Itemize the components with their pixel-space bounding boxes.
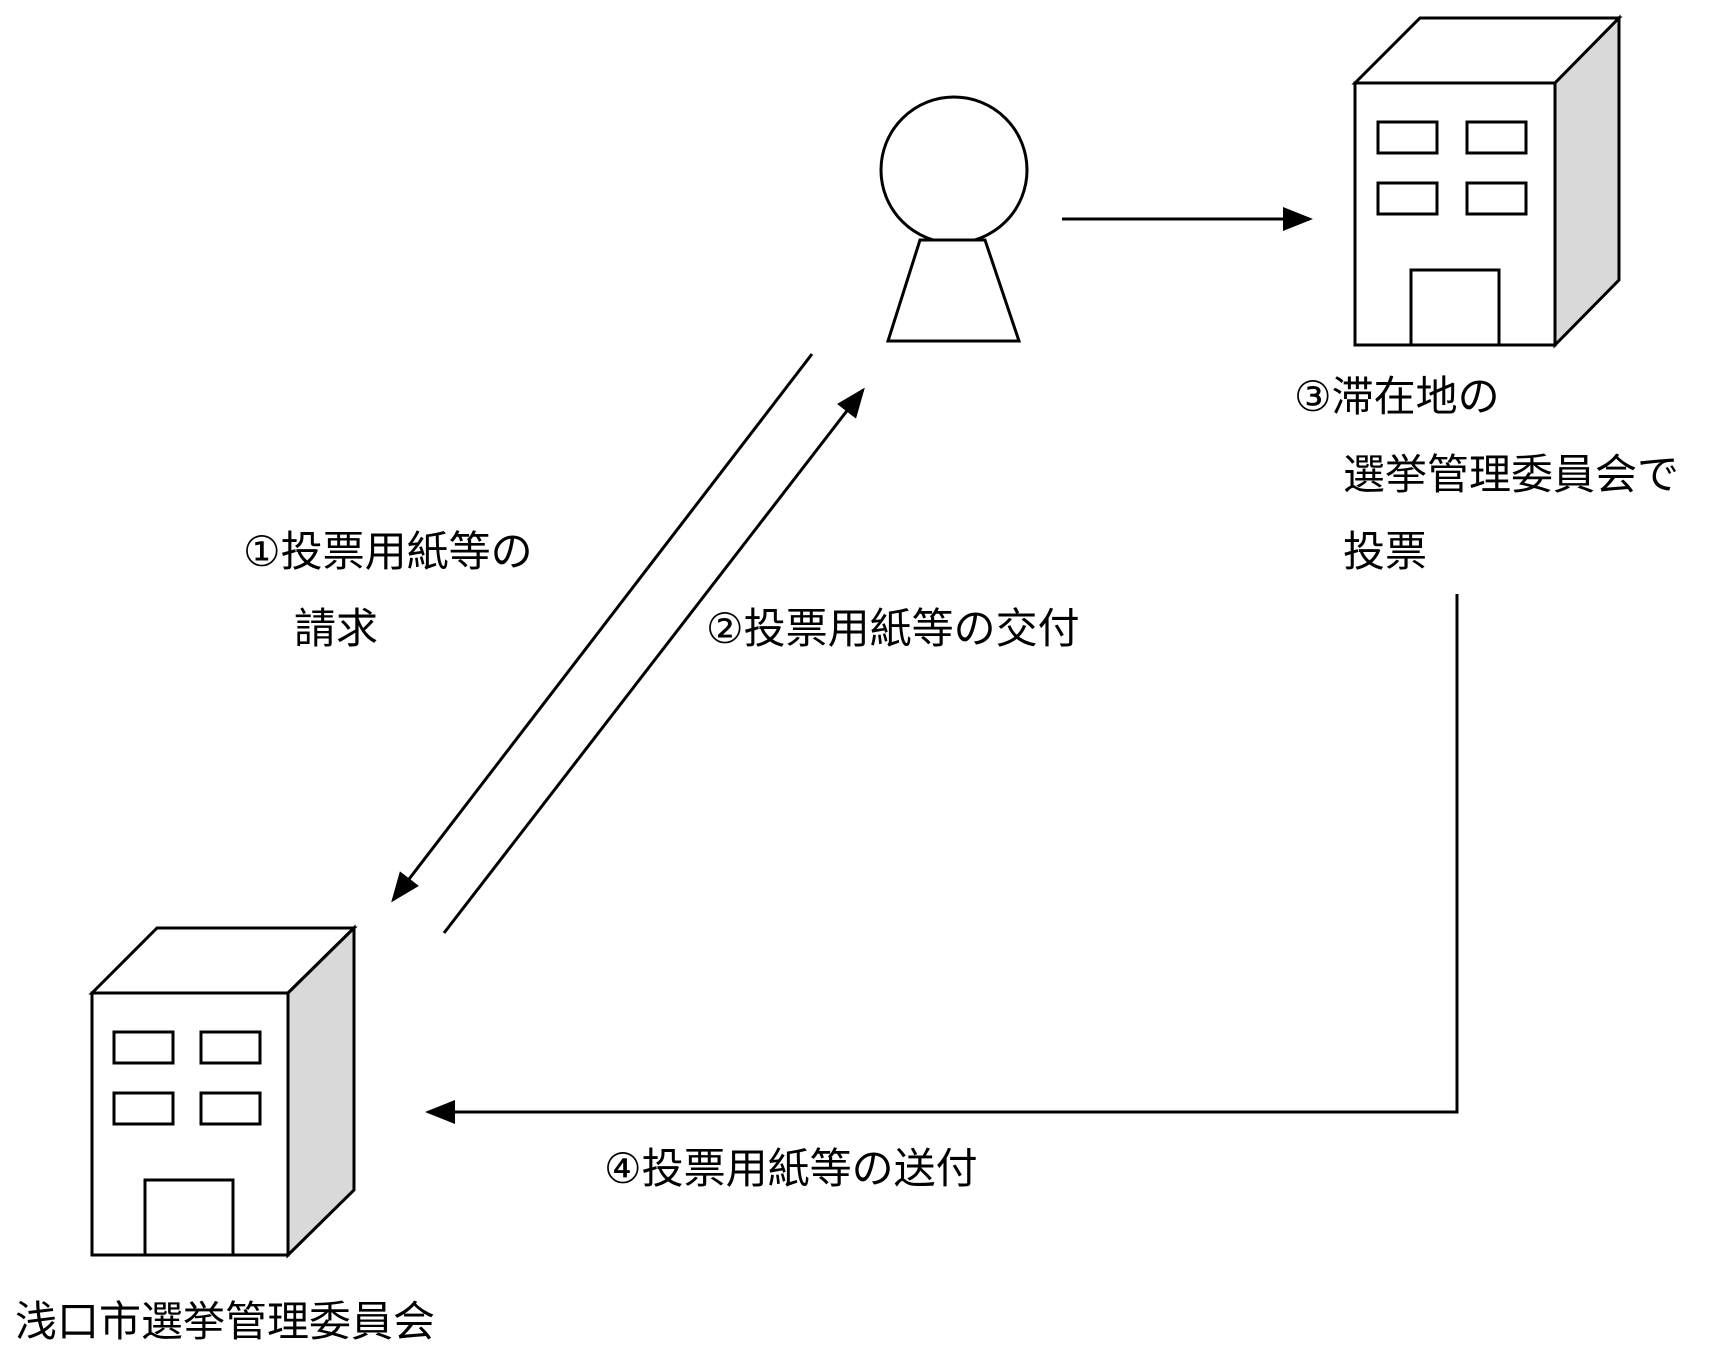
arrow-request-to-office [391, 353, 814, 903]
arrow-issue-to-voter [442, 387, 865, 934]
step1-label-line2: 請求 [294, 604, 378, 653]
person-icon [879, 95, 1029, 343]
step3-label-line1: ③滞在地の [1294, 372, 1500, 421]
step4-label: ④投票用紙等の送付 [604, 1144, 978, 1193]
step3-label-line3: 投票 [1343, 527, 1427, 576]
building-icon [1351, 14, 1623, 349]
office-name-label: 浅口市選挙管理委員会 [15, 1297, 435, 1346]
arrow-send-to-office [425, 594, 1459, 1124]
step2-label: ②投票用紙等の交付 [706, 604, 1080, 653]
step3-label-line2: 選挙管理委員会で [1343, 450, 1679, 499]
step1-label-line1: ①投票用紙等の [243, 527, 533, 576]
building-icon [88, 924, 358, 1259]
